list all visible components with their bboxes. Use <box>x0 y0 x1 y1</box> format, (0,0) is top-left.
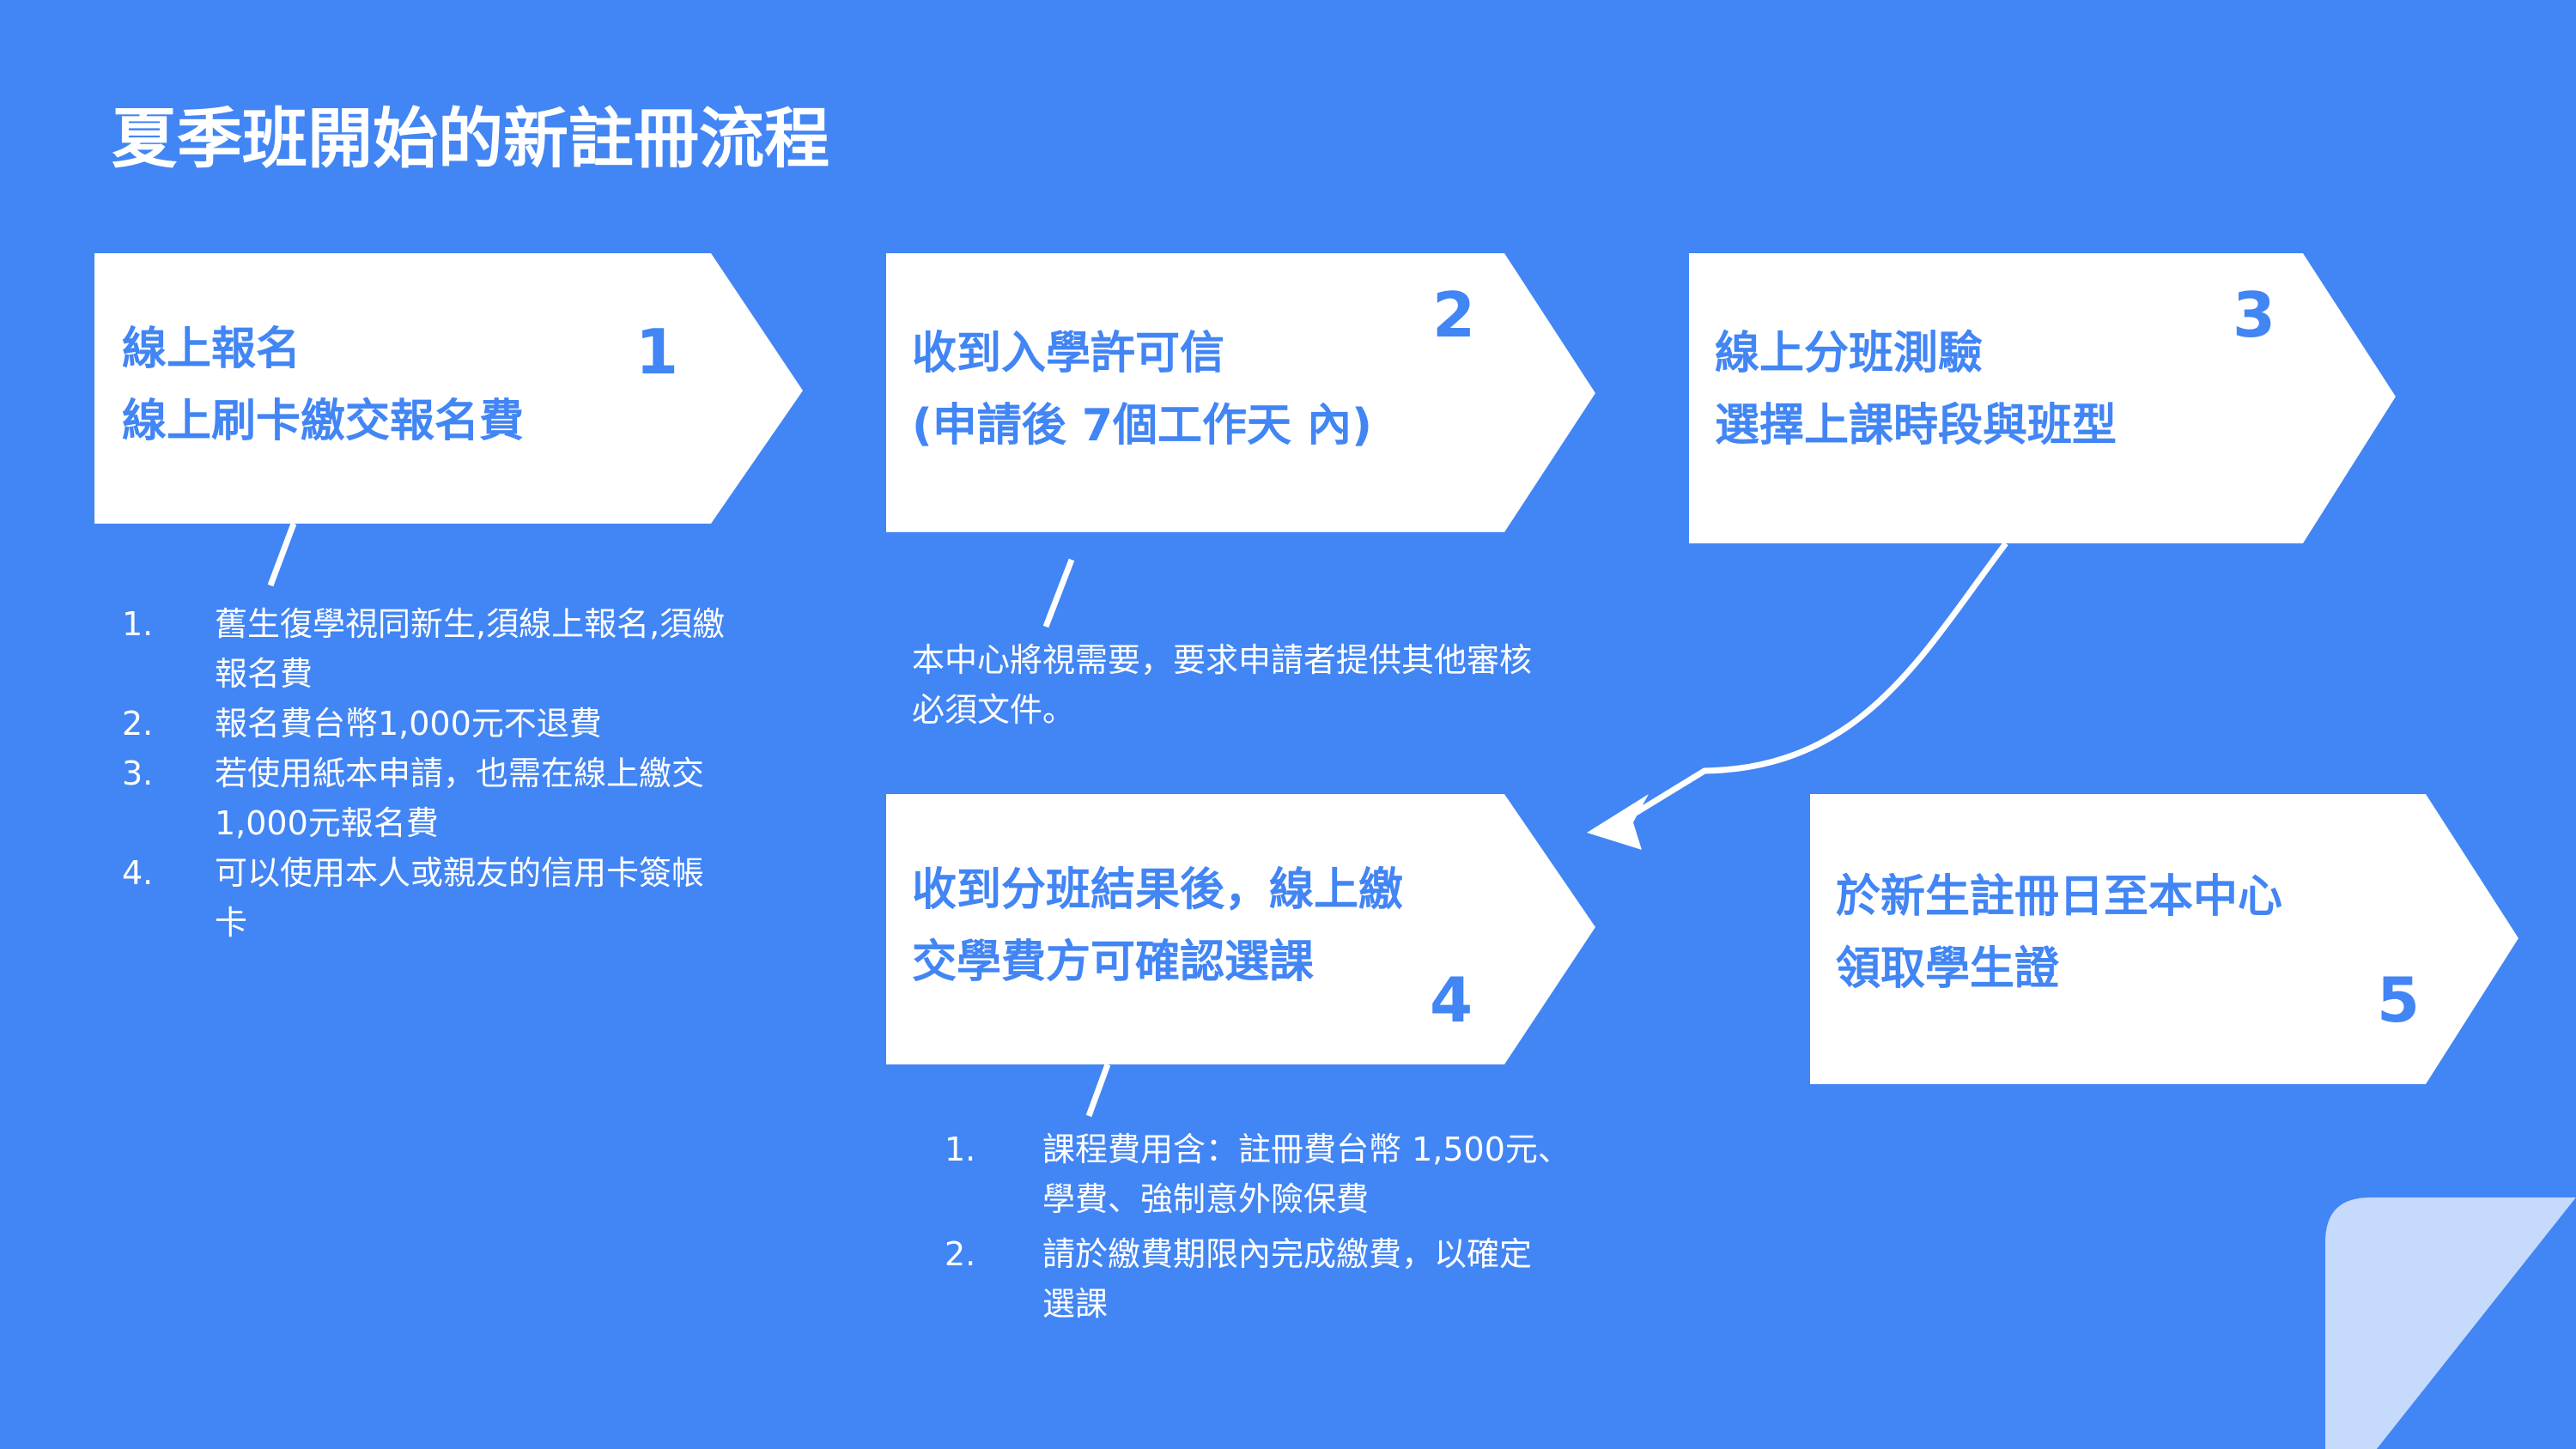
note-line: 卡 <box>215 904 248 942</box>
step-5-line-1: 於新生註冊日至本中心 <box>1836 871 2283 923</box>
page-title: 夏季班開始的新註冊流程 <box>112 100 829 177</box>
list-marker: 3. <box>122 755 154 792</box>
step-4-line-2: 交學費方可確認選課 <box>912 937 1315 988</box>
note-line: 本中心將視需要，要求申請者提供其他審核 <box>912 641 1533 679</box>
step-3-box <box>1689 253 2396 543</box>
step-1-line-1: 線上報名 <box>122 324 301 375</box>
step-4-line-1: 收到分班結果後，線上繳 <box>912 864 1404 916</box>
note-line: 課程費用含：註冊費台幣 1,500元、 <box>1042 1131 1571 1168</box>
step-3-text: 線上分班測驗 選擇上課時段與班型 <box>1715 318 2117 462</box>
note-line: 報名費 <box>215 655 313 693</box>
list-item: 4. 可以使用本人或親友的信用卡簽帳 卡 <box>122 848 792 948</box>
step-1-number: 1 <box>635 316 679 388</box>
step-3-to-4-arrow <box>1630 541 2008 818</box>
step-5-line-2: 領取學生證 <box>1836 943 2060 995</box>
list-item: 3. 若使用紙本申請，也需在線上繳交 1,000元報名費 <box>122 749 792 848</box>
folded-corner-flap <box>2377 1197 2576 1449</box>
list-item: 2. 報名費台幣1,000元不退費 <box>122 699 792 749</box>
step-1-connector <box>267 522 297 587</box>
list-marker: 1. <box>945 1131 976 1168</box>
step-3-line-1: 線上分班測驗 <box>1715 328 1984 379</box>
list-marker: 2. <box>945 1235 976 1273</box>
step-4-notes: 1. 課程費用含：註冊費台幣 1,500元、 學費、強制意外險保費 2. 請於繳… <box>945 1125 1649 1329</box>
step-2-line-2: (申請後 7個工作天 內) <box>912 400 1372 452</box>
note-line: 報名費台幣1,000元不退費 <box>215 705 602 743</box>
folded-corner <box>2325 1197 2576 1449</box>
note-line: 可以使用本人或親友的信用卡簽帳 <box>215 854 705 892</box>
list-item: 1. 舊生復學視同新生,須線上報名,須繳 報名費 <box>122 599 792 699</box>
step-3-line-2: 選擇上課時段與班型 <box>1715 400 2117 452</box>
step-2-box <box>886 253 1595 532</box>
list-item: 1. 課程費用含：註冊費台幣 1,500元、 學費、強制意外險保費 <box>945 1125 1649 1224</box>
step-5-text: 於新生註冊日至本中心 領取學生證 <box>1836 861 2282 1005</box>
list-item: 2. 請於繳費期限內完成繳費，以確定 選課 <box>945 1229 1649 1329</box>
step-2-note: 本中心將視需要，要求申請者提供其他審核 必須文件。 <box>912 635 1625 735</box>
note-line: 請於繳費期限內完成繳費，以確定 <box>1042 1235 1533 1273</box>
note-line: 選課 <box>1042 1285 1109 1323</box>
note-line: 必須文件。 <box>912 691 1076 729</box>
step-4-text: 收到分班結果後，線上繳 交學費方可確認選課 <box>912 854 1403 998</box>
step-4-box <box>886 794 1595 1064</box>
list-marker: 4. <box>122 854 154 892</box>
note-line: 舊生復學視同新生,須線上報名,須繳 <box>215 605 726 643</box>
step-2-number: 2 <box>1432 279 1476 351</box>
step-1-notes: 1. 舊生復學視同新生,須線上報名,須繳 報名費 2. 報名費台幣1,000元不… <box>122 599 792 948</box>
step-3-number: 3 <box>2233 279 2276 351</box>
list-marker: 2. <box>122 705 154 743</box>
note-line: 學費、強制意外險保費 <box>1042 1180 1370 1218</box>
list-marker: 1. <box>122 605 154 643</box>
step-2-connector <box>1042 558 1075 628</box>
step-1-text: 線上報名 線上刷卡繳交報名費 <box>122 313 524 458</box>
step-2-line-1: 收到入學許可信 <box>912 328 1225 379</box>
step-4-number: 4 <box>1430 964 1473 1036</box>
step-1-box <box>94 253 803 524</box>
step-5-box <box>1810 794 2518 1084</box>
note-line: 1,000元報名費 <box>215 804 439 842</box>
step-4-connector <box>1085 1063 1111 1118</box>
step-1-line-2: 線上刷卡繳交報名費 <box>122 396 525 447</box>
step-2-text: 收到入學許可信 (申請後 7個工作天 內) <box>912 318 1372 462</box>
arrowhead-icon <box>1587 794 1649 850</box>
step-5-number: 5 <box>2377 964 2421 1036</box>
note-line: 若使用紙本申請，也需在線上繳交 <box>215 755 705 792</box>
